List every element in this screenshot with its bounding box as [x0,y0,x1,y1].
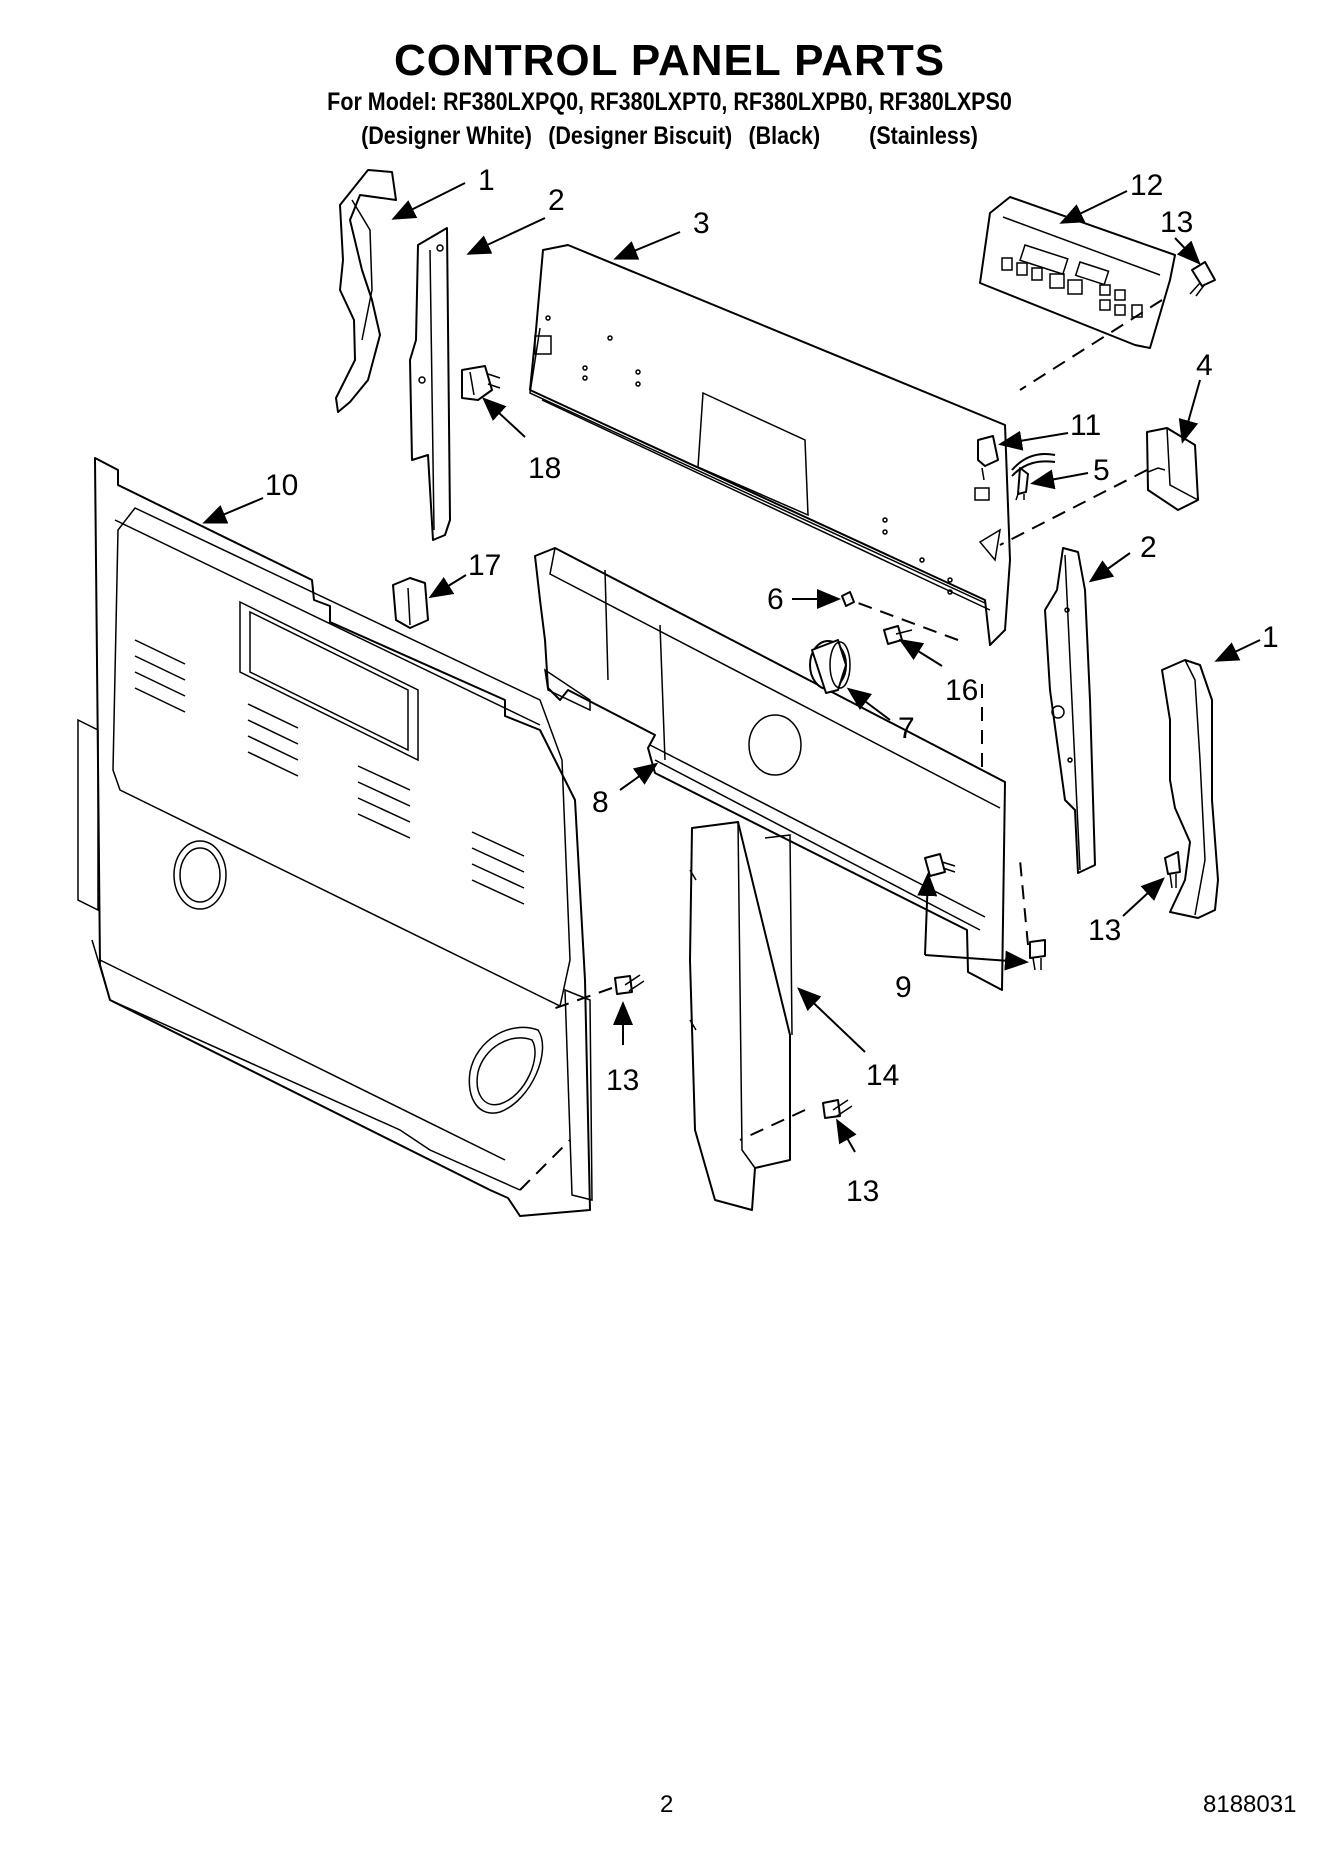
callout-2-right: 2 [1140,531,1157,564]
part-14-channel [689,821,793,1211]
callout-7: 7 [898,712,915,745]
callout-16: 16 [945,674,978,707]
part-13-screws [614,261,1216,1119]
callout-13-right: 13 [1088,914,1121,947]
part-1-left-end-cap [335,169,397,413]
leader-arrows [202,182,1261,1153]
part-5-wire-harness [1011,452,1056,501]
color-stainless: (Stainless) [869,122,978,150]
callout-17: 17 [468,549,501,582]
callout-6: 6 [767,583,784,616]
callout-3: 3 [693,207,710,240]
callout-4: 4 [1196,349,1213,382]
callout-labels: 1 2 3 12 13 4 11 5 18 10 17 2 1 6 16 7 8… [265,164,1279,1208]
part-11-switch [974,435,999,501]
part-2-right-bracket [1044,547,1096,874]
part-7-knob [809,639,851,694]
part-3-control-panel [529,244,1011,646]
model-list: For Model: RF380LXPQ0, RF380LXPT0, RF380… [327,88,1012,116]
document-number: 8188031 [1203,1791,1297,1818]
callout-9: 9 [895,971,912,1004]
part-4-control-box [1146,427,1199,511]
part-10-rear-panel [77,457,593,1217]
callout-10: 10 [265,469,298,502]
part-17-clip [392,577,429,629]
color-black: (Black) [748,122,821,150]
part-6-screw [841,591,855,607]
page-title: CONTROL PANEL PARTS [393,36,946,85]
callout-8: 8 [592,786,609,819]
part-16-screw [883,625,913,645]
part-18-switch [461,365,501,401]
callout-1-right: 1 [1262,621,1279,654]
callout-2-left: 2 [548,184,565,217]
part-2-left-bracket [409,227,451,541]
callout-1-left: 1 [478,164,495,197]
callout-13-mid: 13 [606,1064,639,1097]
callout-13-bottom: 13 [846,1175,879,1208]
callout-13-top: 13 [1160,206,1193,239]
callout-14: 14 [866,1059,899,1092]
page-number: 2 [660,1791,674,1818]
part-12-display-overlay [979,196,1176,349]
color-designer-biscuit: (Designer Biscuit) [548,122,733,150]
callout-11: 11 [1070,409,1101,442]
guide-lines [519,299,1163,1191]
color-variants: (Designer White) (Designer Biscuit) (Bla… [94,122,1246,151]
callout-12: 12 [1130,169,1163,202]
color-designer-white: (Designer White) [361,122,532,150]
part-9-screws [924,853,1046,971]
callout-5: 5 [1093,454,1110,487]
callout-18: 18 [528,452,561,485]
part-1-right-end-cap [1161,659,1219,919]
